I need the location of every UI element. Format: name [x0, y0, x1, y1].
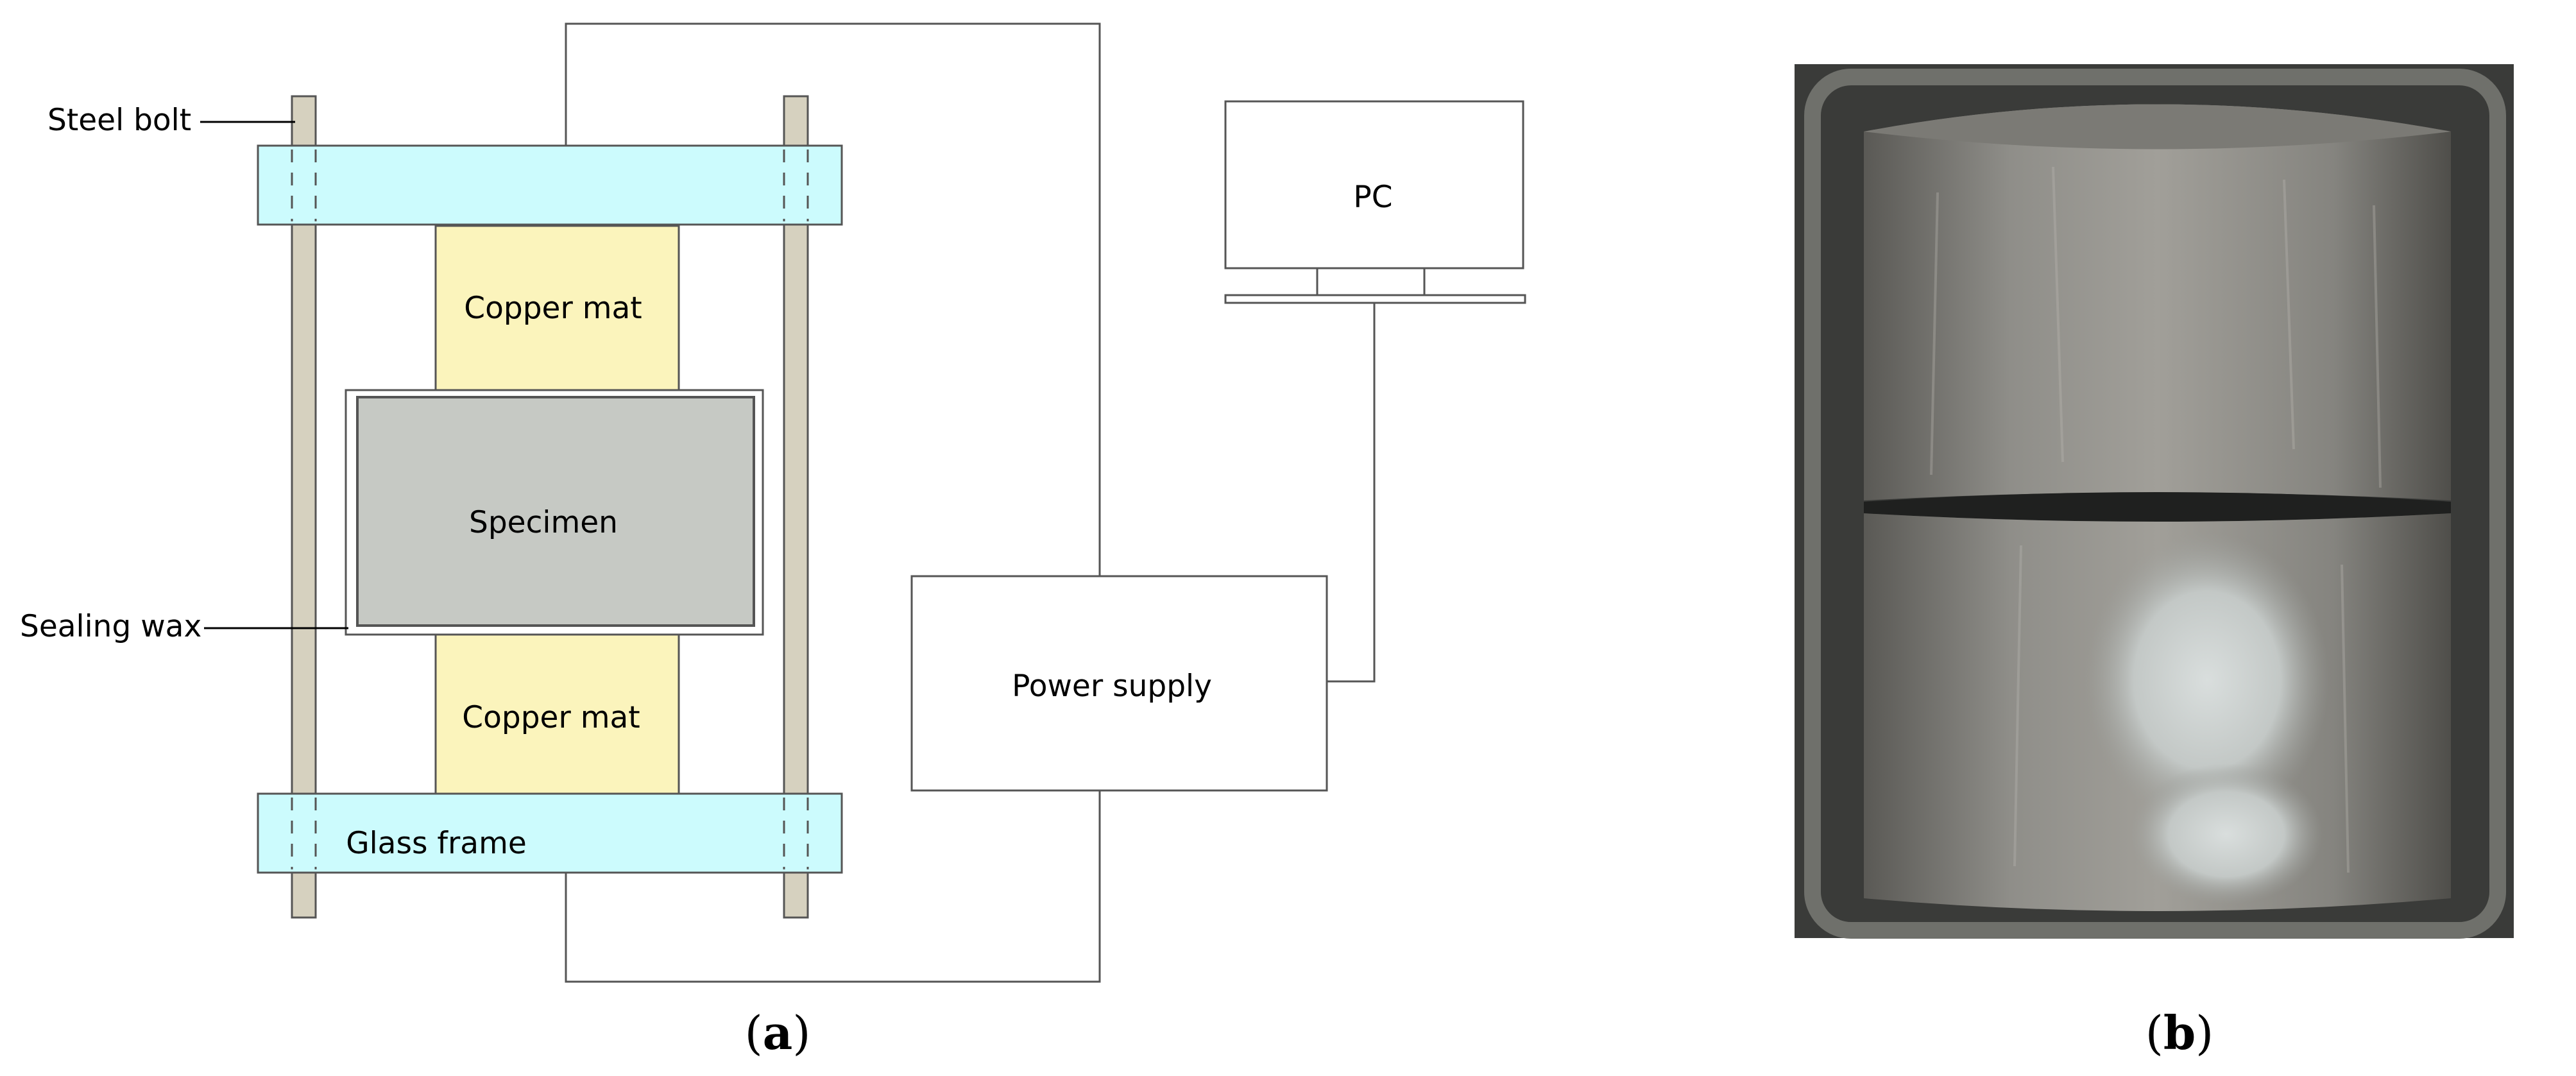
bolt-holes	[291, 149, 809, 869]
surface-patch-2	[2130, 764, 2323, 905]
cylinder-top-rim	[1864, 104, 2451, 149]
container-wall	[1804, 69, 2506, 939]
wiring	[565, 22, 1376, 983]
pc-wire	[1327, 303, 1376, 683]
pc-label: PC	[1353, 180, 1392, 215]
copper-mat-bottom-label: Copper mat	[462, 700, 640, 735]
glass-frame-top	[257, 144, 843, 226]
glass-frame-bottom	[257, 792, 843, 874]
steel-bolt-left	[291, 95, 317, 919]
copper-mat-bottom	[434, 622, 680, 795]
copper-mat-top	[434, 225, 680, 397]
specimen-crack	[1864, 492, 2451, 522]
power-supply-label: Power supply	[1012, 669, 1212, 704]
steel-bolt-label: Steel bolt	[47, 103, 191, 138]
pc-screen	[1224, 100, 1524, 269]
panel-b-photo: (b)	[1795, 64, 2514, 1060]
panel-b-caption: (b)	[2145, 1005, 2214, 1060]
top-wire	[565, 22, 1101, 576]
panel-a-schematic: Steel bolt Copper mat Specimen Sealing w…	[20, 22, 1526, 1060]
steel-bolt-right	[783, 95, 809, 919]
cylinder-upper-half	[1864, 104, 2451, 500]
specimen-cylinder	[1864, 104, 2451, 911]
pc-monitor	[1224, 100, 1526, 304]
glass-frame-label: Glass frame	[346, 826, 527, 861]
copper-mat-top-label: Copper mat	[464, 291, 642, 326]
sealing-wax-label: Sealing wax	[20, 609, 201, 644]
power-supply-box	[910, 575, 1328, 792]
surface-streaks	[1930, 166, 2382, 873]
bottom-wire	[565, 790, 1101, 983]
panel-a-caption: (a)	[745, 1005, 811, 1060]
pc-base	[1224, 294, 1526, 304]
specimen-label: Specimen	[469, 505, 618, 540]
specimen-block	[356, 396, 755, 627]
surface-patch	[2085, 533, 2329, 828]
